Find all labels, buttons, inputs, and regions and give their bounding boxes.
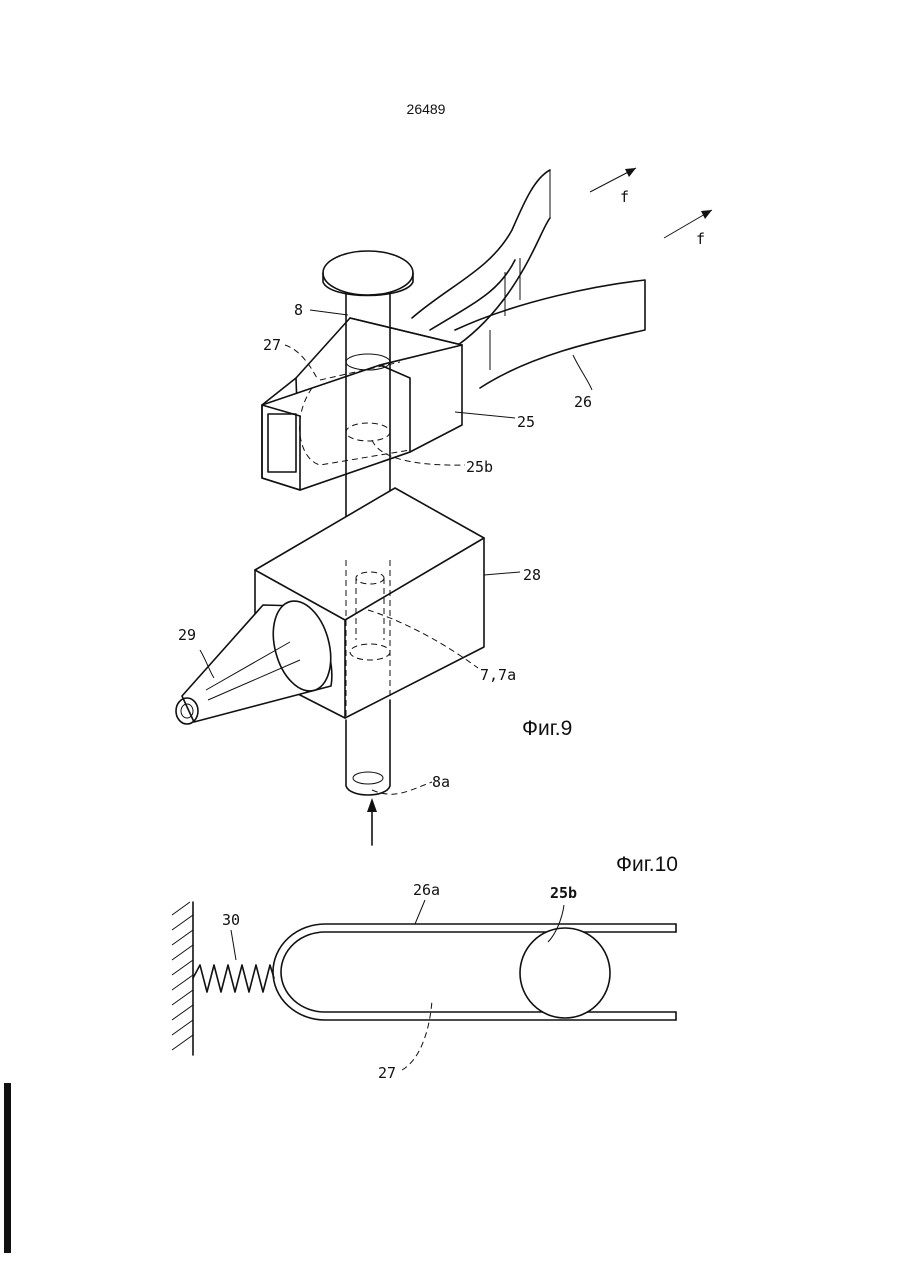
label-f-top: f [620,188,629,206]
figure-10-caption: Фиг.10 [616,853,678,877]
band-26a [273,924,676,1020]
spring-30 [193,965,274,992]
ball-25b [520,928,610,1018]
label-8: 8 [294,301,303,319]
pin-8-head [323,251,413,296]
label-26: 26 [574,393,592,411]
figure-10-drawing: 30 26a 25b 27 [172,881,676,1082]
wall-hatched [172,902,193,1055]
label-8a: 8a [432,773,450,791]
housing-25 [262,318,462,490]
figure-9-drawing: f f 8 27 26 25 25b 28 29 7,7a 8a [176,168,712,845]
scan-edge-bar [4,1083,11,1253]
cone-29 [176,595,340,724]
label-29: 29 [178,626,196,644]
label-28: 28 [523,566,541,584]
label-7-7a: 7,7a [480,666,516,684]
arrow-f-top [590,168,636,192]
label-27-fig10: 27 [378,1064,396,1082]
label-27: 27 [263,336,281,354]
insertion-arrow [367,798,377,845]
label-25b: 25b [466,458,493,476]
figure-9-caption: Фиг.9 [522,717,572,741]
label-26a: 26a [413,881,440,899]
label-25b-fig10: 25b [550,884,577,902]
label-30: 30 [222,911,240,929]
leader-lines-fig10 [231,900,564,1070]
label-25: 25 [517,413,535,431]
label-f-right: f [696,230,705,248]
